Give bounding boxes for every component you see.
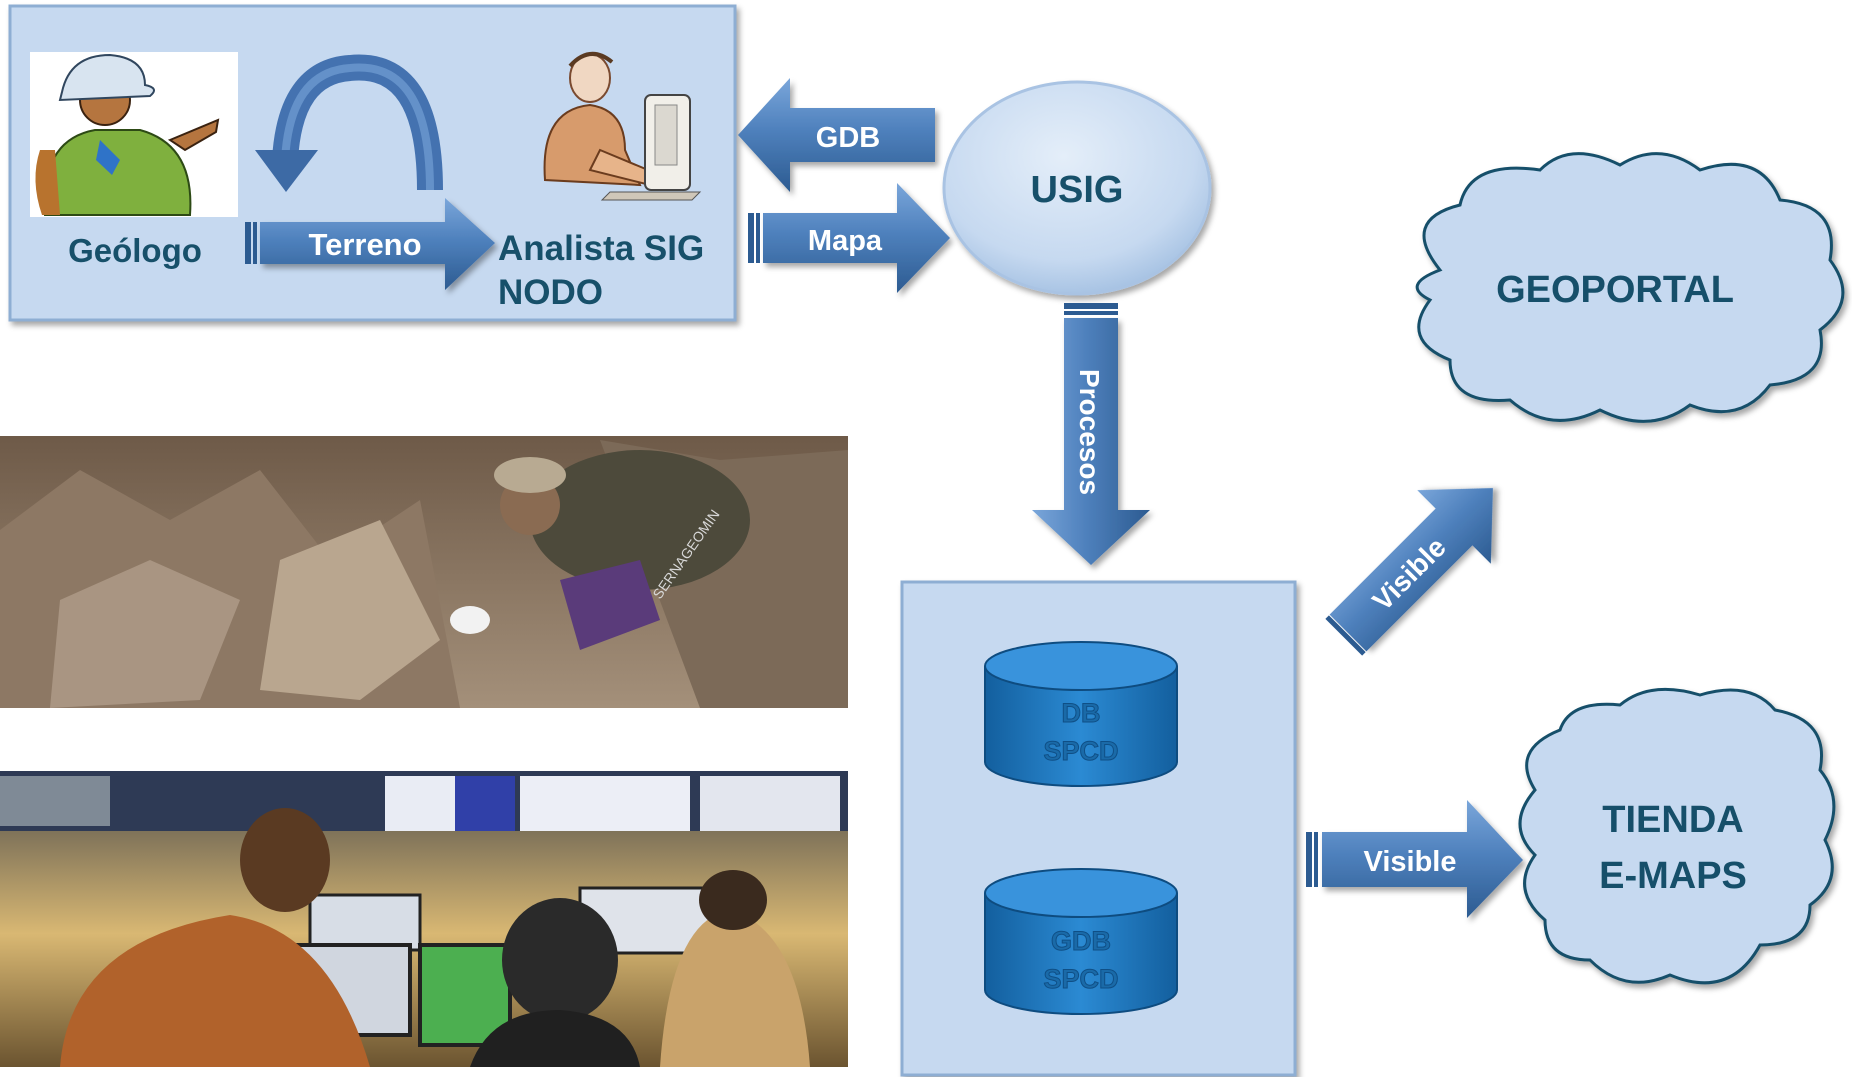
visible-diagonal-arrow: Visible <box>1325 488 1493 656</box>
gdb-arrow-label: GDB <box>816 122 880 154</box>
visible-right-arrow: Visible <box>1306 800 1523 918</box>
emaps-label: E-MAPS <box>1599 855 1747 897</box>
field-geologist-photo: SERNAGEOMIN <box>0 436 848 708</box>
mapa-arrow: Mapa <box>748 183 950 293</box>
gdb-line1: GDB <box>1051 926 1111 956</box>
nodo-label: NODO <box>498 273 603 312</box>
tienda-label: TIENDA <box>1602 799 1743 841</box>
usig-node: USIG <box>942 80 1212 296</box>
geologo-label: Geólogo <box>68 232 202 269</box>
gdb-line2: SPCD <box>1043 964 1118 994</box>
visible-right-label: Visible <box>1364 846 1457 878</box>
db-line2: SPCD <box>1043 736 1118 766</box>
analista-label: Analista SIG <box>498 229 704 268</box>
tienda-emaps-cloud: TIENDA E-MAPS <box>1518 687 1836 985</box>
terreno-label: Terreno <box>308 227 421 262</box>
usig-label: USIG <box>1031 169 1124 211</box>
mapa-arrow-label: Mapa <box>808 225 883 257</box>
geologist-clipart-icon <box>30 52 238 217</box>
database-container: DB SPCD GDB SPCD <box>900 580 1297 1077</box>
db-line1: DB <box>1062 698 1101 728</box>
geoportal-label: GEOPORTAL <box>1496 269 1734 311</box>
procesos-arrow: Procesos <box>1032 303 1150 565</box>
control-room-photo <box>0 771 848 1067</box>
curved-return-arrow-icon <box>255 54 443 192</box>
nodo-panel: Terreno Geólogo Analista SIG NODO <box>8 4 737 322</box>
procesos-arrow-label: Procesos <box>1074 369 1105 495</box>
analyst-clipart-icon <box>543 52 702 201</box>
gdb-cylinder-icon: GDB SPCD <box>984 868 1178 1015</box>
terreno-arrow: Terreno <box>245 198 495 290</box>
geoportal-cloud: GEOPORTAL <box>1415 152 1845 423</box>
gdb-arrow: GDB <box>738 78 935 192</box>
database-cylinder-icon: DB SPCD <box>984 641 1178 787</box>
